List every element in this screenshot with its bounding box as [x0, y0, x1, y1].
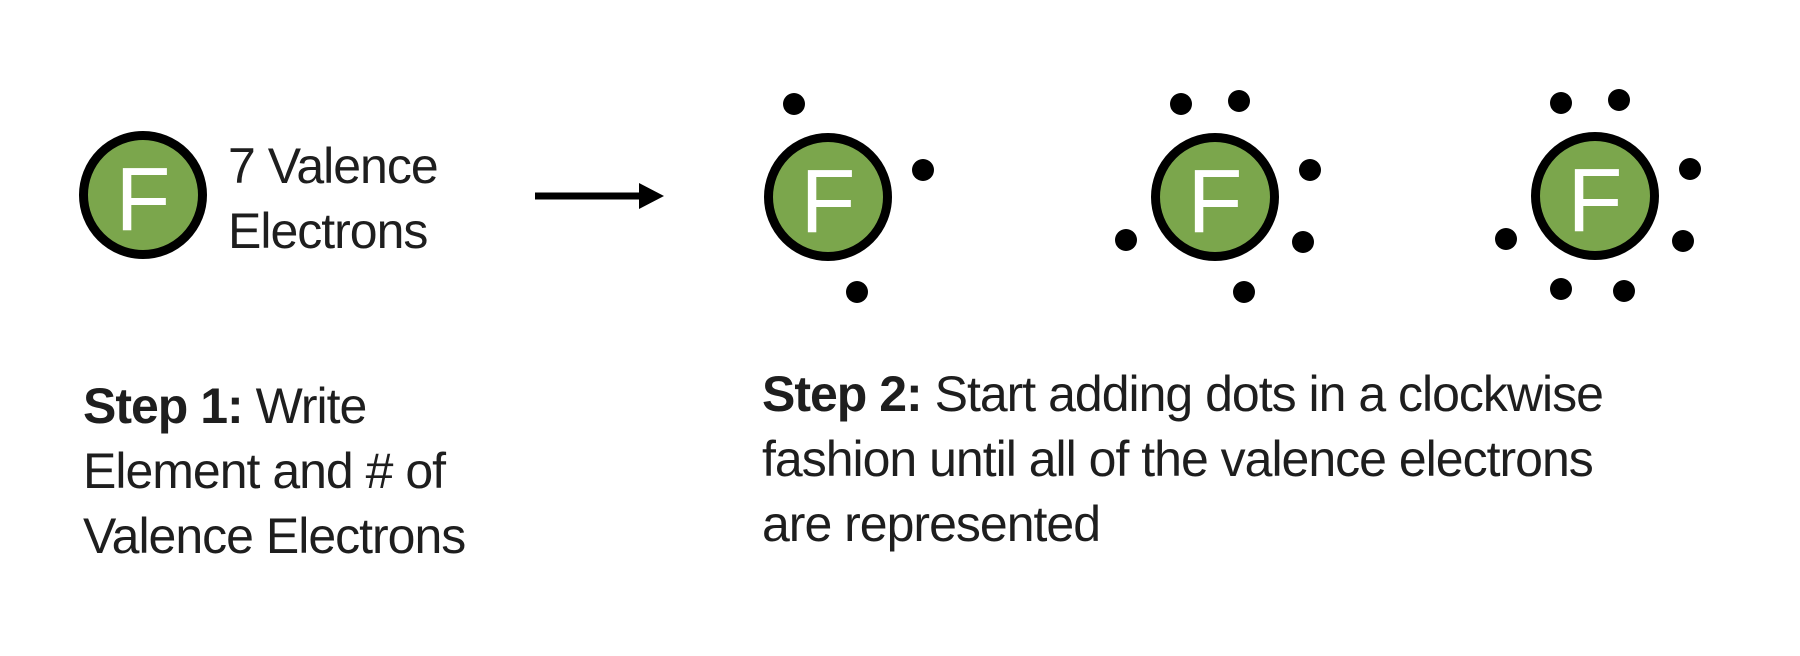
electron-dot-ru — [1299, 158, 1322, 181]
step1-caption-line1-rest: Write — [242, 378, 368, 434]
valence-label-line2: Electrons — [228, 203, 428, 259]
step1-caption: Step 1: Write Element and # of Valence E… — [83, 374, 466, 569]
element-symbol: F — [1187, 152, 1243, 252]
element-symbol: F — [115, 150, 171, 250]
electron-dot-tr — [1227, 89, 1250, 112]
element-symbol: F — [800, 152, 856, 252]
right-arrow-icon — [535, 183, 664, 209]
valence-label-line1: 7 Valence — [228, 138, 439, 194]
electron-dot-bl — [1550, 278, 1573, 301]
electron-dot-tl — [1550, 91, 1573, 114]
step2-caption-line1: Step 2: Start adding dots in a clockwise — [762, 362, 1604, 427]
electron-dot-rd — [1672, 229, 1695, 252]
step1-caption-line3: Valence Electrons — [83, 508, 466, 564]
step1-caption-bold: Step 1: — [83, 378, 244, 434]
electron-dot-ld — [1115, 229, 1138, 252]
valence-electron-count-label: 7 Valence Electrons — [228, 134, 439, 264]
element-symbol: F — [1567, 151, 1623, 251]
electron-dot-br — [1612, 279, 1635, 302]
atom-3-electrons: F — [764, 133, 892, 261]
electron-dot-tl — [1170, 92, 1193, 115]
step1-caption-line2: Element and # of — [83, 443, 446, 499]
step2-caption-line2: fashion until all of the valence electro… — [762, 431, 1594, 487]
electron-dot-br — [1232, 280, 1255, 303]
step1-caption-line1: Step 1: Write — [83, 374, 465, 439]
electron-dot-rd — [1292, 230, 1315, 253]
atom-7-electrons: F — [1531, 132, 1659, 260]
electron-dot-tr — [1607, 88, 1630, 111]
electron-dot-ru — [1679, 157, 1702, 180]
step2-caption-line1-rest: Start adding dots in a clockwise — [921, 366, 1604, 422]
step2-caption: Step 2: Start adding dots in a clockwise… — [762, 362, 1604, 557]
electron-dot-tl — [783, 92, 806, 115]
electron-dot-ld — [1495, 228, 1518, 251]
step2-caption-line3: are represented — [762, 496, 1101, 552]
electron-dot-br — [845, 280, 868, 303]
atom-initial: F — [79, 131, 207, 259]
atom-6-electrons: F — [1151, 133, 1279, 261]
electron-dot-ru — [912, 158, 935, 181]
step2-caption-bold: Step 2: — [762, 366, 923, 422]
